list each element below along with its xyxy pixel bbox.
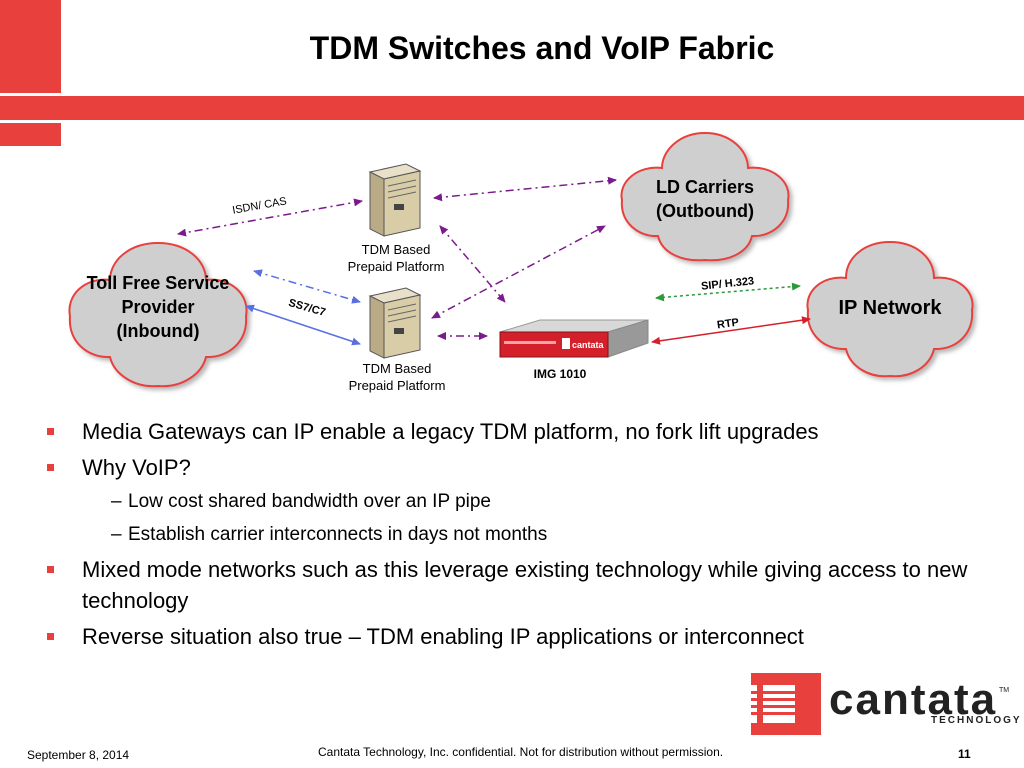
server-label-top: TDM Based Prepaid Platform — [336, 241, 456, 275]
server-label-bottom: TDM Based Prepaid Platform — [337, 360, 457, 394]
server-label-top-line2: Prepaid Platform — [347, 259, 445, 274]
gateway-label: IMG 1010 — [533, 367, 587, 381]
gateway-brand: cantata — [572, 340, 605, 350]
server-to-ld-connection-top — [433, 176, 617, 202]
toll-free-line2: Provider — [121, 297, 195, 317]
logo-subtitle: TECHNOLOGY — [931, 715, 1022, 726]
sub-bullet-item: Low cost shared bandwidth over an IP pip… — [44, 488, 984, 516]
bullet-item: Mixed mode networks such as this leverag… — [44, 554, 984, 616]
sub-bullet-item: Establish carrier interconnects in days … — [44, 521, 984, 549]
corner-block-bottom — [0, 123, 61, 146]
bullet-item: Reverse situation also true – TDM enabli… — [44, 621, 984, 652]
isdn-cas-connection — [177, 198, 363, 237]
page-number: 11 — [958, 747, 971, 761]
toll-free-line3: (Inbound) — [116, 321, 200, 341]
footer-date: September 8, 2014 — [27, 748, 130, 762]
server-label-top-line1: TDM Based — [361, 242, 431, 257]
ld-carriers-cloud — [620, 131, 790, 262]
server-to-ld-connection-bottom — [431, 225, 606, 319]
footer-confidential: Cantata Technology, Inc. confidential. N… — [318, 745, 724, 759]
corner-bar — [0, 96, 1024, 120]
cantata-logo: cantata TECHNOLOGY TM — [751, 673, 1020, 735]
server-icon-bottom — [368, 287, 422, 359]
logo-mark-icon — [751, 673, 821, 735]
ld-carriers-line1: LD Carriers — [655, 177, 755, 197]
toll-free-cloud — [68, 241, 248, 388]
bullet-item: Media Gateways can IP enable a legacy TD… — [44, 416, 984, 447]
bullet-item: Why VoIP? — [44, 452, 984, 483]
server-icon-top — [368, 163, 422, 237]
tollfree-to-server-dashed — [253, 269, 361, 304]
img-1010-gateway-icon: cantata — [499, 319, 649, 358]
sip-h323-connection — [655, 282, 801, 302]
toll-free-line1: Toll Free Service — [86, 273, 230, 293]
toll-free-label: Toll Free Service Provider (Inbound) — [73, 271, 243, 343]
slide-title: TDM Switches and VoIP Fabric — [309, 30, 775, 66]
server-label-bottom-line1: TDM Based — [362, 361, 432, 376]
corner-block-top — [0, 0, 61, 93]
server-label-bottom-line2: Prepaid Platform — [348, 378, 446, 393]
ip-network-label: IP Network — [838, 297, 942, 319]
ld-carriers-line2: (Outbound) — [656, 201, 754, 221]
ss7-c7-connection — [245, 304, 361, 346]
logo-trademark: TM — [999, 687, 1010, 694]
bullet-list: Media Gateways can IP enable a legacy TD… — [44, 416, 984, 657]
rtp-connection — [651, 316, 811, 345]
logo-wordmark: cantata — [829, 675, 998, 724]
ld-carriers-label: LD Carriers (Outbound) — [630, 175, 780, 223]
network-diagram: cantata — [68, 131, 974, 388]
ip-network-cloud — [806, 240, 974, 378]
